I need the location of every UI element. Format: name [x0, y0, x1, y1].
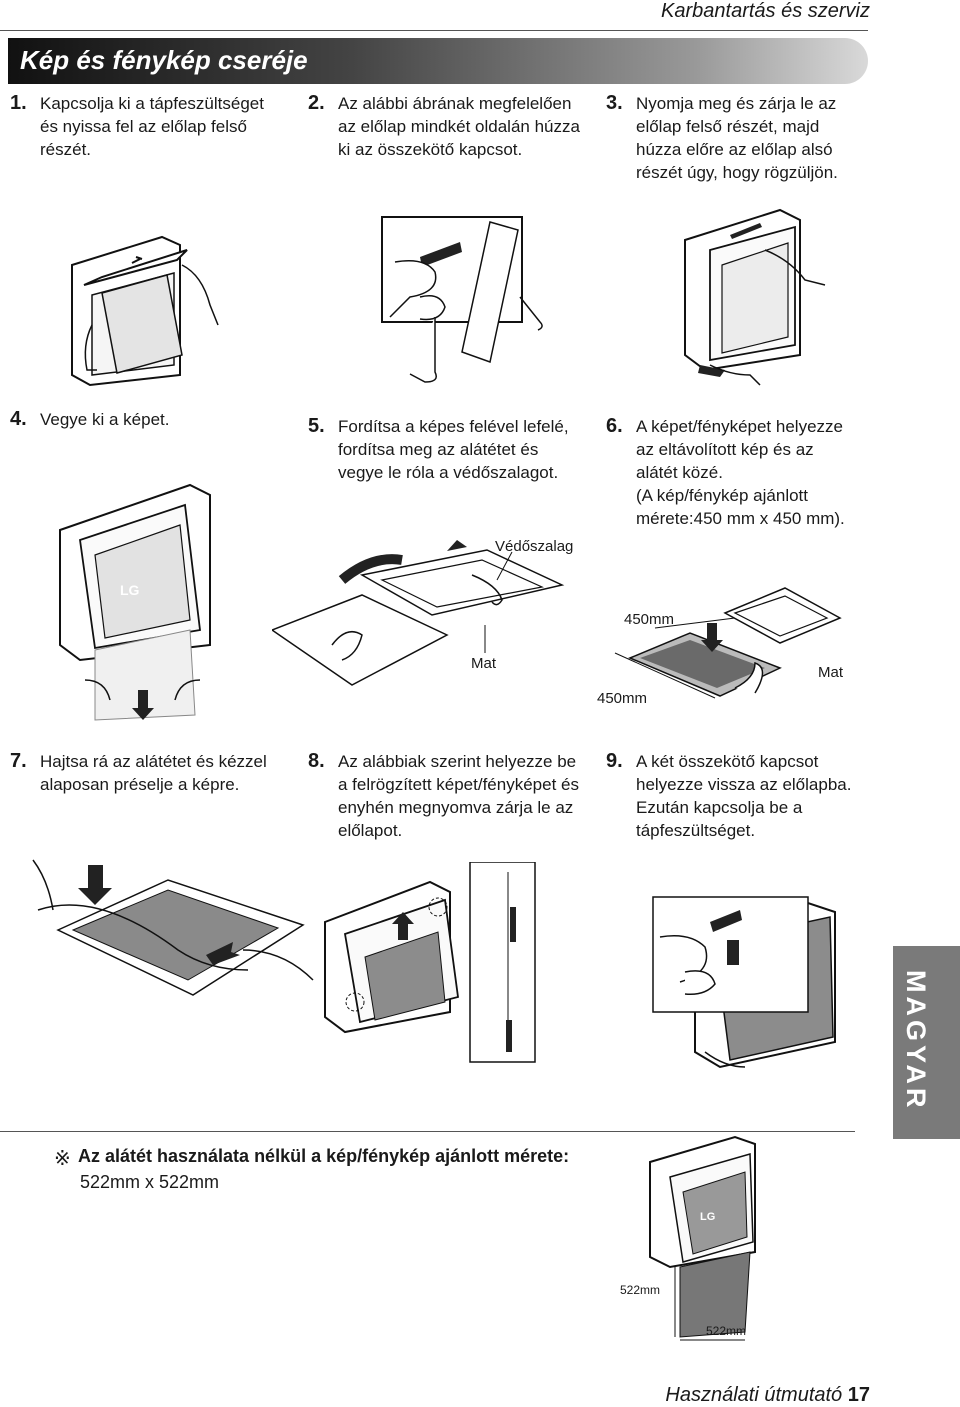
label-mat-5: Mat: [471, 655, 497, 672]
step-text: Kapcsolja ki a tápfeszültséget és nyissa…: [40, 94, 264, 159]
step-text: A két összekötő kapcsot helyezze vissza …: [636, 752, 852, 840]
language-tab-label: MAGYAR: [901, 970, 931, 1112]
step-number: 6.: [606, 415, 623, 437]
section-title: Karbantartás és szerviz: [661, 0, 870, 22]
label-522-bottom: 522mm: [706, 1324, 747, 1338]
figure-note: LG: [649, 1135, 756, 1341]
footer-text: Használati útmutató: [665, 1384, 843, 1406]
step-text: A képet/fényképet helyezze az eltávolíto…: [636, 417, 845, 528]
step-number: 4.: [10, 408, 27, 430]
step-text: Vegye ki a képet.: [40, 410, 170, 429]
label-522-left: 522mm: [620, 1283, 661, 1297]
step-text: Az alábbi ábrának megfelelően az előlap …: [338, 94, 580, 159]
step-2: 2. Az alábbi ábrának megfelelően az elől…: [308, 92, 608, 172]
label-450-bottom: 450mm: [597, 690, 648, 707]
label-450-top: 450mm: [624, 611, 675, 628]
step-number: 3.: [606, 92, 623, 114]
figure-step-6: [614, 587, 842, 699]
logo-text: LG: [700, 1211, 715, 1223]
note-heading: Az alátét használata nélkül a kép/fényké…: [78, 1146, 570, 1166]
step-4: 4. Vegye ki a képet.: [10, 408, 270, 436]
step-number: 5.: [308, 415, 325, 437]
step-number: 9.: [606, 750, 623, 772]
note-rule: [0, 1131, 855, 1132]
label-mat-6: Mat: [818, 664, 844, 681]
step-text: Nyomja meg és zárja le az előlap felső r…: [636, 94, 838, 182]
step-number: 1.: [10, 92, 27, 114]
figure-step-9: [652, 896, 836, 1069]
footer: Használati útmutató 17: [665, 1384, 870, 1407]
figure-step-5: [272, 540, 565, 686]
figure-step-4: LG: [59, 483, 211, 721]
figure-step-7: [32, 859, 314, 996]
note-mark: ※: [54, 1148, 71, 1170]
label-vedoszalag: Védőszalag: [495, 538, 574, 555]
step-number: 8.: [308, 750, 325, 772]
page-title: Kép és fénykép cseréje: [20, 45, 308, 75]
step-3: 3. Nyomja meg és zárja le az előlap fels…: [606, 92, 896, 192]
figure-step-2: [381, 216, 543, 383]
page-number: 17: [847, 1384, 870, 1406]
step-text: Hajtsa rá az alátétet és kézzel alaposan…: [40, 752, 267, 794]
step-6: 6. A képet/fényképet helyezze az eltávol…: [606, 415, 896, 540]
figure-step-8: [324, 862, 536, 1063]
step-number: 7.: [10, 750, 27, 772]
step-text: Fordítsa a képes felével lefelé, fordíts…: [338, 417, 569, 482]
header-rule: [0, 30, 868, 31]
step-5: 5. Fordítsa a képes felével lefelé, ford…: [308, 415, 598, 490]
logo-text: LG: [120, 582, 140, 598]
figure-step-3: [684, 208, 826, 386]
step-number: 2.: [308, 92, 325, 114]
step-9: 9. A két összekötő kapcsot helyezze viss…: [606, 750, 886, 845]
title-bar: Kép és fénykép cseréje: [8, 38, 868, 84]
note-body: 522mm x 522mm: [80, 1172, 220, 1192]
step-text: Az alábbiak szerint helyezze be a felrög…: [338, 752, 579, 840]
step-7: 7. Hajtsa rá az alátétet és kézzel alapo…: [10, 750, 295, 800]
figure-step-1: [71, 235, 219, 387]
language-tab: MAGYAR: [893, 946, 960, 1139]
step-8: 8. Az alábbiak szerint helyezze be a fel…: [308, 750, 608, 845]
step-1: 1. Kapcsolja ki a tápfeszültséget és nyi…: [10, 92, 290, 172]
